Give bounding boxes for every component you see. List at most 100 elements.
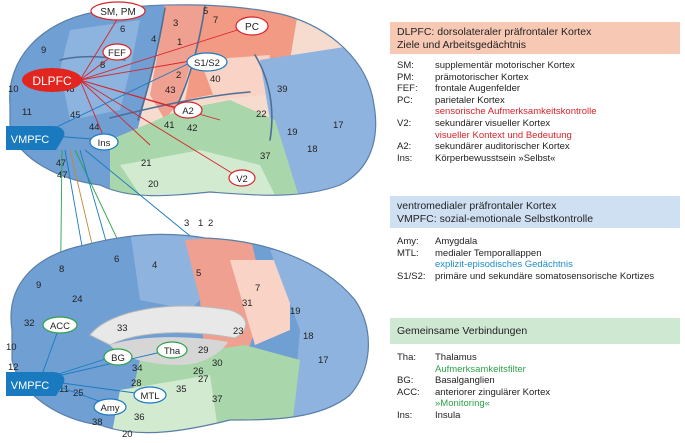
legend-subentry: visueller Kontext und Bedeutung [435,129,572,141]
svg-text:39: 39 [277,84,288,95]
dlpfc-header: DLPFC: dorsolateraler präfrontaler Korte… [390,22,680,54]
sm-pm-label: SM, PM [90,1,146,21]
mtl-label: MTL [133,386,167,404]
legend-entry: SM:supplementär motorischer Kortex [397,60,575,71]
a2-label: A2 [173,101,203,119]
medial-brain [10,234,369,433]
legend-entry: FEF:frontale Augenfelder [397,83,521,95]
svg-text:19: 19 [290,306,301,317]
legend-subentry: explizit-episodisches Gedächtnis [435,259,573,271]
svg-text:5: 5 [203,6,208,17]
bg-text: BG [111,353,125,364]
svg-text:47: 47 [57,170,68,181]
vmpfc-legend: Amy:Amygdala MTL:medialer Temporallappen… [390,236,680,282]
svg-text:19: 19 [287,127,298,138]
dlpfc-legend: SM:supplementär motorischer Kortex PM:pr… [390,60,680,164]
svg-text:20: 20 [122,429,133,440]
tha-label: Tha [156,341,188,359]
svg-text:11: 11 [22,107,32,118]
svg-text:26: 26 [193,366,204,377]
sulci-lines [59,5,273,141]
sm-pm-text: SM, PM [100,7,136,18]
svg-text:6: 6 [114,254,119,265]
s1s2-text: S1/S2 [194,58,220,69]
dlpfc-header-line2: Ziele und Arbeitsgedächtnis [397,39,526,51]
svg-text:17: 17 [318,355,329,366]
legend-entry: Ins:Insula [397,409,461,421]
svg-text:32: 32 [24,318,35,329]
pc-text: PC [245,22,259,33]
svg-text:2: 2 [176,70,181,81]
medial-brain-outline [10,233,369,434]
svg-text:40: 40 [210,74,221,85]
amy-text: Amy [101,403,120,414]
amy-label: Amy [93,398,127,416]
svg-text:37: 37 [212,394,223,405]
svg-text:28: 28 [131,378,142,389]
svg-text:30: 30 [212,358,223,369]
svg-text:20: 20 [148,179,159,190]
s1s2-label: S1/S2 [186,52,228,72]
v2-text: V2 [236,174,248,185]
vmpfc-header: ventromedialer präfrontaler Kortex VMPFC… [390,196,680,228]
svg-text:8: 8 [100,60,105,71]
vmpfc-header-line1: ventromedialer präfrontaler Kortex [397,200,557,212]
svg-text:18: 18 [307,144,318,155]
legend-entry: PC:parietaler Kortex [397,94,505,106]
svg-text:7: 7 [255,283,260,294]
svg-text:10: 10 [8,84,19,95]
svg-text:3: 3 [173,18,178,29]
svg-text:2: 2 [208,218,213,229]
vmpfc-bottom-text: VMPFC [11,380,50,392]
svg-text:37: 37 [260,151,271,162]
svg-text:35: 35 [176,384,187,395]
legend-entry: BG:Basalganglien [397,375,495,387]
mtl-text: MTL [141,391,160,402]
svg-text:22: 22 [256,109,267,120]
fef-label: FEF [102,43,132,61]
v2-label: V2 [228,169,256,187]
legend-entry: Ins:Körperbewusstsein »Selbst« [397,152,556,164]
svg-text:17: 17 [333,120,344,131]
svg-text:9: 9 [36,280,41,291]
vmpfc-top-label: VMPFC [6,126,65,150]
svg-text:11: 11 [59,384,69,395]
legend-subentry: sensorische Aufmerksamkeitskontrolle [435,106,597,118]
legend-entry: ACC:anteriorer zingulärer Kortex [397,386,551,398]
svg-text:33: 33 [117,323,128,334]
svg-text:1: 1 [177,37,182,48]
acc-text: ACC [50,321,70,332]
dlpfc-label: DLPFC [22,68,82,92]
area-47-marker: 47 [56,158,66,168]
legend-subentry: »Monitoring« [435,398,490,410]
svg-text:27: 27 [198,374,209,385]
common-header-text: Gemeinsame Verbindungen [397,325,528,337]
legend-entry: V2:sekundärer visueller Kortex [397,117,551,129]
svg-text:10: 10 [6,342,17,353]
legend-entry: Amy:Amygdala [397,236,478,247]
ins-text: Ins [98,138,111,149]
common-legend: Tha:Thalamus Aufmerksamkeitsfilter BG:Ba… [390,352,680,422]
svg-text:4: 4 [151,34,156,45]
svg-text:7: 7 [213,15,218,26]
svg-text:23: 23 [233,326,244,337]
lateral-brain [9,4,376,196]
svg-text:9: 9 [41,45,46,56]
svg-text:21: 21 [141,158,152,169]
a2-text: A2 [182,106,194,117]
svg-text:6: 6 [120,24,125,35]
svg-text:5: 5 [196,268,201,279]
svg-text:42: 42 [187,123,198,134]
legend-entry: PM:prämotorischer Kortex [397,71,529,83]
vmpfc-header-line2: VMPFC: sozial-emotionale Selbstkontrolle [397,213,594,225]
fef-text: FEF [108,48,126,59]
ins-label: Ins [89,133,119,151]
svg-text:12: 12 [8,362,19,373]
dlpfc-header-line1: DLPFC: dorsolateraler präfrontaler Korte… [397,26,592,38]
svg-text:36: 36 [134,412,145,423]
svg-text:8: 8 [59,264,64,275]
dlpfc-text: DLPFC [32,74,72,88]
svg-text:24: 24 [72,294,83,305]
